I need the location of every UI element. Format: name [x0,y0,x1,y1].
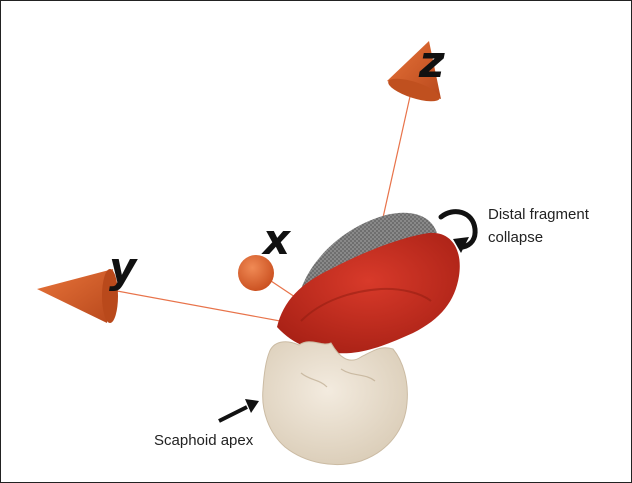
y-axis-label: y [109,247,136,289]
scaphoid-apex-label: Scaphoid apex [154,431,253,451]
distal-fragment-label-line1: Distal fragment [488,205,589,225]
distal-fragment-label-line2: collapse [488,228,543,248]
pointer-arrow-icon [219,399,259,421]
x-axis-label: x [263,219,290,261]
z-axis-label: z [419,41,445,85]
y-axis-line [106,289,291,323]
proximal-scaphoid [263,342,408,465]
y-axis-cone [37,269,118,323]
